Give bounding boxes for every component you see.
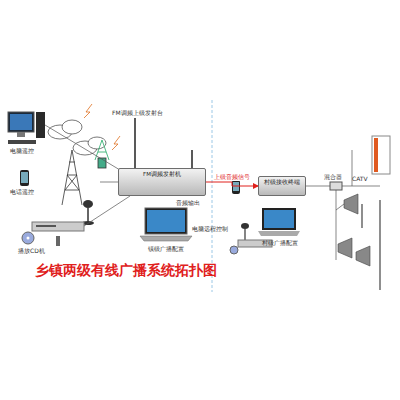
annotation: 村级广播配置	[262, 240, 298, 247]
device-label: FM调频发射机	[143, 171, 181, 177]
tower	[62, 140, 109, 205]
antenna	[135, 118, 192, 168]
pole	[362, 200, 380, 290]
microphone	[82, 200, 94, 225]
device-box: FM调频发射机	[118, 168, 206, 196]
microphone	[241, 223, 249, 240]
mixer	[306, 150, 380, 260]
device-label: 村级接收终端	[264, 179, 300, 185]
diagram-title: 乡镇两级有线广播系统拓扑图	[35, 262, 217, 280]
laptop	[140, 208, 192, 241]
amplifier-cabinet	[372, 136, 390, 174]
device-box: 村级接收终端	[258, 176, 306, 196]
phone	[20, 170, 29, 186]
annotation: 混合器	[324, 174, 342, 181]
annotation: 电脑远程控制	[192, 226, 228, 233]
phone	[232, 180, 240, 194]
cd-player	[22, 222, 84, 246]
wire	[45, 125, 120, 170]
wire	[100, 182, 118, 183]
edge-label: 上级音频信号	[213, 174, 251, 181]
wire	[336, 204, 344, 210]
annotation: 镇级广播配置	[148, 246, 184, 253]
annotation: CATV	[352, 176, 368, 183]
laptop	[258, 208, 300, 236]
cloud	[48, 120, 106, 155]
annotation: FM调频上级发射台	[112, 110, 163, 117]
signal-line	[206, 182, 258, 186]
annotation: 音频输出	[176, 200, 200, 207]
wire	[84, 196, 130, 226]
annotation: 电脑遥控	[10, 148, 34, 155]
annotation: 电话遥控	[10, 189, 34, 196]
computer	[8, 112, 45, 144]
annotation: 播放CD机	[18, 248, 45, 255]
